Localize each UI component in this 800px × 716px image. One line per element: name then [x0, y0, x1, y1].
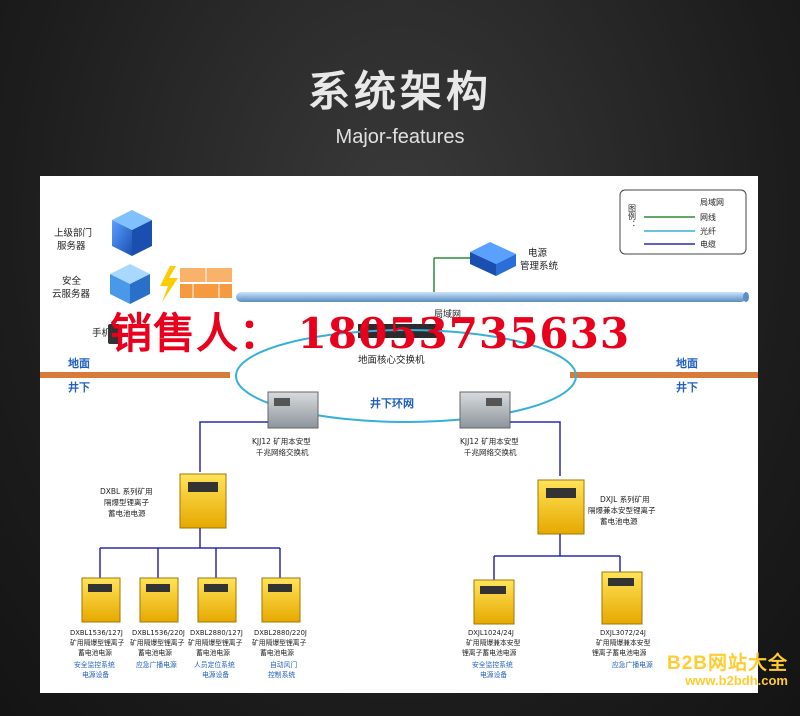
power-mgmt-label-2: 管理系统 [520, 260, 559, 272]
device-desc: 蓄电池电源 [260, 648, 294, 657]
underground-label-left: 井下 [68, 380, 90, 394]
device-desc: 矿用隔爆兼本安型 [466, 638, 521, 647]
ring-label: 井下环网 [370, 396, 414, 410]
server-icon [112, 210, 152, 256]
ground-label-left: 地面 [68, 356, 90, 370]
device-desc: 矿用隔爆兼本安型 [596, 638, 651, 647]
upper-dept-label-2: 服务器 [57, 240, 86, 252]
device-model: DXBL1536/127J [70, 629, 123, 637]
switch-left-label-2: 千兆网络交换机 [256, 447, 309, 457]
phone-label: 手机 [92, 327, 112, 339]
legend: 图例： 局域网 网线 光纤 电缆 [619, 189, 747, 255]
legend-title: 图例： [628, 204, 637, 228]
device-use: 电源设备 [82, 670, 109, 679]
device-use: 自动风门 [270, 660, 297, 669]
device-use: 电源设备 [202, 670, 229, 679]
underground-label-right: 井下 [676, 380, 698, 394]
device-desc: 蓄电池电源 [196, 648, 230, 657]
lightning-icon [160, 266, 178, 302]
main-unit-right-icon [537, 479, 585, 535]
page-subtitle: Major-features [335, 126, 465, 148]
device-model: DXJL3072/24J [600, 629, 646, 637]
device-3-icon [197, 577, 237, 623]
cloud-label: 安全 [62, 275, 82, 287]
ring-network [235, 329, 577, 423]
legend-item: 局域网 [700, 197, 724, 207]
device-desc: 矿用隔爆型锂离子 [252, 638, 307, 647]
device-desc: 锂离子蓄电池电源 [462, 648, 517, 657]
device-model: DXBL2880/220J [254, 629, 307, 637]
device-5-icon [473, 579, 515, 625]
footer-site: B2B网站大全 [666, 653, 788, 674]
device-2-icon [139, 577, 179, 623]
device-use: 控制系统 [268, 670, 295, 679]
legend-item: 网线 [700, 212, 716, 222]
device-use: 应急广播电源 [136, 660, 177, 669]
device-use: 电源设备 [480, 670, 507, 679]
device-6-icon [601, 571, 643, 625]
device-use: 安全监控系统 [472, 660, 513, 669]
main-unit-right-label: DXJL 系列矿用 [600, 494, 650, 504]
page-title: 系统架构 [307, 67, 492, 116]
main-unit-left-label: 蓄电池电源 [108, 508, 146, 518]
device-desc: 矿用隔爆型锂离子 [188, 638, 243, 647]
footer-watermark: B2B网站大全 www.b2bdh.com [667, 648, 788, 688]
legend-item: 光纤 [700, 226, 716, 236]
cloud-server-icon [110, 264, 150, 304]
device-desc: 锂离子蓄电池电源 [592, 648, 647, 657]
main-unit-left-icon [179, 473, 227, 529]
lan-pipe [236, 292, 746, 302]
device-4-icon [261, 577, 301, 623]
architecture-diagram: 图例： 局域网 网线 光纤 电缆 上级部门 服务器 安全 云服务器 手机 [40, 176, 758, 693]
seller-overlay: 销售人： 18053735633 [110, 309, 631, 358]
device-1-icon [81, 577, 121, 623]
core-switch-label: 地面核心交换机 [358, 354, 425, 366]
device-use: 人员定位系统 [194, 660, 235, 669]
power-management-icon [470, 242, 516, 276]
power-mgmt-label: 电源 [528, 247, 548, 259]
switch-left-label: KJJ12 矿用本安型 [252, 436, 311, 446]
firewall-icon [180, 268, 232, 298]
switch-right-icon [459, 391, 511, 429]
main-unit-left-label: DXBL 系列矿用 [100, 486, 153, 496]
device-desc: 蓄电池电源 [138, 648, 172, 657]
device-use: 应急广播电源 [612, 660, 653, 669]
device-desc: 矿用隔爆型锂离子 [130, 638, 185, 647]
main-unit-right-label: 隔爆兼本安型锂离子 [588, 505, 656, 515]
lan-label: 局域网 [434, 308, 461, 320]
device-desc: 蓄电池电源 [78, 648, 112, 657]
ground-label-right: 地面 [676, 356, 698, 370]
switch-left-icon [267, 391, 319, 429]
main-unit-right-label: 蓄电池电源 [600, 516, 638, 526]
ground-divider-right [570, 372, 758, 378]
ground-divider-left [40, 372, 230, 378]
device-use: 安全监控系统 [74, 660, 115, 669]
cloud-label-2: 云服务器 [52, 288, 91, 300]
upper-dept-label: 上级部门 [54, 227, 92, 239]
device-desc: 矿用隔爆型锂离子 [70, 638, 125, 647]
legend-item: 电缆 [700, 239, 716, 249]
main-unit-left-label: 隔爆型锂离子 [104, 497, 149, 507]
device-model: DXBL1536/220J [132, 629, 185, 637]
switch-right-label-2: 千兆网络交换机 [464, 447, 517, 457]
device-model: DXJL1024/24J [468, 629, 514, 637]
switch-right-label: KJJ12 矿用本安型 [460, 436, 519, 446]
device-model: DXBL2880/127J [190, 629, 243, 637]
phone-icon [108, 324, 120, 344]
footer-url: www.b2bdh.com [685, 673, 788, 688]
